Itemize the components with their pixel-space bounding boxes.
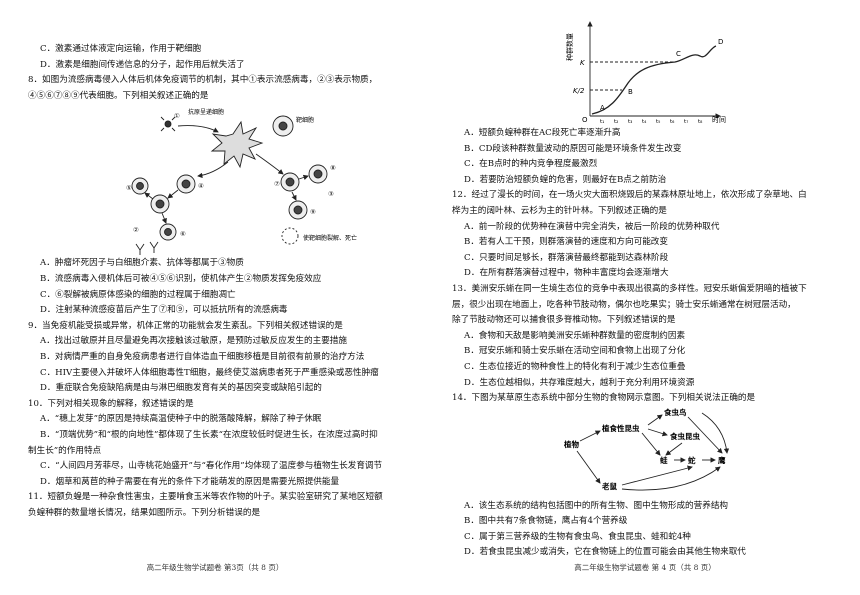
point-a: A <box>600 104 605 112</box>
option-line: C．⑥裂解被病原体感染的细胞的过程属于细胞凋亡 <box>40 289 236 300</box>
label-7: ⑦ <box>274 180 280 188</box>
k2-label: K/2 <box>573 87 585 95</box>
label-3: ③ <box>328 190 334 198</box>
origin-label: O <box>582 116 588 124</box>
option-line: A．“穗上发芽”的原因是持续高温使种子中的脱落酸降解，解除了种子休眠 <box>40 414 322 425</box>
node-insectivorous-insect: 食虫昆虫 <box>670 431 700 441</box>
question-11-stem: 负蝗种群的数量增长情况，结果如图所示。下列分析错误的是 <box>28 507 261 518</box>
option-line: B．流感病毒入侵机体后可被④⑤⑥识别，使机体产生②物质发挥免疫效应 <box>40 273 322 284</box>
question-8-stem: 8．如图为流感病毒侵入人体后机体免疫调节的机制，其中①表示流感病毒，②③表示物质… <box>28 75 378 86</box>
population-graph-svg: 种群数量 时间 K K/2 O A B C D t₁ t₂ t₃ t₄ t₅ t… <box>565 21 726 125</box>
point-c: C <box>676 50 681 58</box>
apc-label: 抗原呈递细胞 <box>188 108 224 116</box>
option-line: D．若食虫昆虫减少或消失，它在食物链上的位置可能会由其他生物来取代 <box>464 547 746 558</box>
question-12-stem: 桦为主的阔叶林、云杉为主的针叶林。下列叙述正确的是 <box>452 205 667 216</box>
option-line: C．属于第三营养级的生物有食虫鸟、食虫昆虫、蛙和蛇4种 <box>464 531 691 542</box>
option-line: A．找出过敏原并且尽量避免再次接触该过敏原，是预防过敏反应发生的主要措施 <box>40 336 347 347</box>
label-2: ② <box>133 226 139 234</box>
point-b: B <box>628 88 633 96</box>
food-web-diagram: 植物 植食性昆虫 食虫鸟 食虫昆虫 蛙 蛇 鹰 老鼠 <box>452 407 846 499</box>
option-line: A．肿瘤坏死因子与白细胞介素、抗体等都属于③物质 <box>40 258 244 269</box>
option-line: C．生态位接近的物种食性上的特化有利于减少生态位重叠 <box>464 361 686 372</box>
node-plant: 植物 <box>563 439 579 449</box>
immune-diagram: 抗原呈递细胞 靶细胞 使靶细胞裂解、死亡 ① ② ③ ④ ⑤ ⑥ ⑦ ⑧ ⑨ <box>28 104 408 256</box>
tick-t8: t₈ <box>698 119 703 124</box>
question-13-stem: 13．美洲安乐蜥在同一生境生态位的竞争中表现出很高的多样性。冠安乐蜥偏爱阴暗的植… <box>452 283 807 294</box>
option-line: B．图中共有7条食物链，鹰占有4个营养级 <box>464 516 628 527</box>
node-herbivore-insect: 植食性昆虫 <box>601 423 640 433</box>
option-line: A．前一阶段的优势种在演替中完全消失，被后一阶段的优势种取代 <box>464 221 720 232</box>
label-4: ④ <box>198 182 204 190</box>
option-line: A．短额负蝗种群在AC段死亡率逐渐升高 <box>464 128 621 138</box>
option-line: C．在B点时的种内竞争程度最激烈 <box>464 159 598 170</box>
tick-t5: t₅ <box>656 119 660 124</box>
option-line: D．重症联合免疫缺陷病是由与淋巴细胞发育有关的基因突变或缺陷引起的 <box>40 383 322 394</box>
node-frog: 蛙 <box>660 455 668 465</box>
tick-t1: t₁ <box>600 119 604 124</box>
question-12-stem: 12．经过了漫长的时间，在一场火灾大面积烧毁后的某森林原址地上，依次形成了杂草地… <box>452 190 807 201</box>
y-axis-label: 种群数量 <box>565 33 574 61</box>
node-hawk: 鹰 <box>718 455 726 465</box>
question-13-stem: 除了节肢动物还可以捕食很多脊椎动物。下列叙述错误的是 <box>452 315 676 326</box>
right-page: 种群数量 时间 K K/2 O A B C D t₁ t₂ t₃ t₄ t₅ t… <box>430 0 860 595</box>
tick-t4: t₄ <box>642 119 647 124</box>
option-line: C．只要时间足够长，群落演替最终都能到达森林阶段 <box>464 252 669 263</box>
node-mouse: 老鼠 <box>601 481 617 491</box>
label-9: ⑨ <box>310 208 316 216</box>
label-8: ⑧ <box>330 164 336 172</box>
option-line: D．注射某种流感疫苗后产生了⑦和⑨，可以抵抗所有的流感病毒 <box>40 305 288 316</box>
left-page: C．激素通过体液定向运输，作用于靶细胞 D．激素是细胞间传递信息的分子，起作用后… <box>28 42 408 572</box>
option-line: B．冠安乐蜥和骑士安乐蜥在活动空间和食物上出现了分化 <box>464 346 686 357</box>
growth-curve <box>591 45 717 115</box>
target-cell-label: 靶细胞 <box>296 116 314 124</box>
option-line: D．激素是细胞间传递信息的分子，起作用后就失活了 <box>40 59 245 70</box>
left-column: C．激素通过体液定向运输，作用于靶细胞 D．激素是细胞间传递信息的分子，起作用后… <box>28 42 408 521</box>
question-13-stem: 层，很少出现在地面上，吃各种节肢动物，偶尔也吃果实；骑士安乐蜥通常在树冠层活动， <box>452 299 796 310</box>
question-9-stem: 9．当免疫机能受损或异常，机体正常的功能就会发生紊乱。下列相关叙述错误的是 <box>28 320 343 331</box>
option-line: B．CD段该种群数量波动的原因可能是环境条件发生改变 <box>464 143 682 154</box>
tick-t7: t₇ <box>684 119 688 124</box>
page-footer: 高二年级生物学试题卷 第 4 页（共 8 页） <box>574 563 716 572</box>
right-column: A．短额负蝗种群在AC段死亡率逐渐升高 B．CD段该种群数量波动的原因可能是环境… <box>452 126 846 561</box>
option-line: D．若要防治短额负蝗的危害，则最好在B点之前防治 <box>464 174 667 185</box>
option-line: C．HIV主要侵入并破坏人体细胞毒性T细胞，最终使艾滋病患者死于严重感染或恶性肿… <box>40 367 379 378</box>
node-insectivorous-bird: 食虫鸟 <box>664 407 687 417</box>
option-line: B．若有人工干预，则群落演替的速度和方向可能改变 <box>464 237 668 248</box>
option-line: D．烟草和莴苣的种子需要在有光的条件下才能萌发的原因是需要光照提供能量 <box>40 476 340 487</box>
question-10-stem: 10．下列对相关现象的解释，叙述错误的是 <box>28 398 194 409</box>
antibody-icon <box>135 242 159 256</box>
page-footer: 高二年级生物学试题卷 第3页（共 8 页） <box>146 563 284 572</box>
label-6: ⑥ <box>180 230 186 238</box>
label-1: ① <box>174 112 180 120</box>
node-snake: 蛇 <box>688 455 696 465</box>
point-d: D <box>718 38 723 46</box>
population-graph: 种群数量 时间 K K/2 O A B C D t₁ t₂ t₃ t₄ t₅ t… <box>560 14 740 125</box>
lysis-label: 使靶细胞裂解、死亡 <box>303 234 357 242</box>
apc-cell-icon <box>210 121 264 169</box>
option-line-continued: 制生长”的作用特点 <box>28 445 102 456</box>
label-5: ⑤ <box>126 184 132 192</box>
tick-t3: t₃ <box>628 119 632 124</box>
option-line: A．该生态系统的结构包括图中的所有生物、图中生物形成的营养结构 <box>464 500 729 511</box>
option-line: C．“人间四月芳菲尽，山寺桃花始盛开”与“春化作用”均体现了温度参与植物生长发育… <box>40 461 383 472</box>
question-14-stem: 14．下图为某草原生态系统中部分生物的食物网示意图。下列相关说法正确的是 <box>452 393 756 404</box>
x-axis-label: 时间 <box>712 115 726 124</box>
option-line: A．食物和天敌是影响美洲安乐蜥种群数量的密度制约因素 <box>464 330 686 341</box>
option-line: D．生态位越相似，共存难度越大，越利于充分利用环境资源 <box>464 377 695 388</box>
k-label: K <box>580 59 586 67</box>
option-line: B．“顶端优势”和“根的向地性”都体现了生长素“在浓度较低时促进生长，在浓度过高… <box>40 429 378 440</box>
tick-t6: t₆ <box>670 119 675 124</box>
option-line: B．对病情严重的自身免疫病患者进行自体造血干细胞移植是目前很有前景的治疗方法 <box>40 351 365 362</box>
food-web-svg: 植物 植食性昆虫 食虫鸟 食虫昆虫 蛙 蛇 鹰 老鼠 <box>563 407 730 491</box>
option-line: D．在所有群落演替过程中，物种丰富度均会逐渐增大 <box>464 268 669 279</box>
virus-icon <box>160 117 176 132</box>
question-8-stem: ④⑤⑥⑦⑧⑨代表细胞。下列相关叙述正确的是 <box>28 90 209 101</box>
immune-diagram-svg: 抗原呈递细胞 靶细胞 使靶细胞裂解、死亡 ① ② ③ ④ ⑤ ⑥ ⑦ ⑧ ⑨ <box>126 108 357 256</box>
question-11-stem: 11．短额负蝗是一种杂食性害虫，主要啃食玉米等农作物的叶子。某实验室研究了某地区… <box>28 492 383 503</box>
option-line: C．激素通过体液定向运输，作用于靶细胞 <box>40 44 202 54</box>
tick-t2: t₂ <box>614 119 618 124</box>
